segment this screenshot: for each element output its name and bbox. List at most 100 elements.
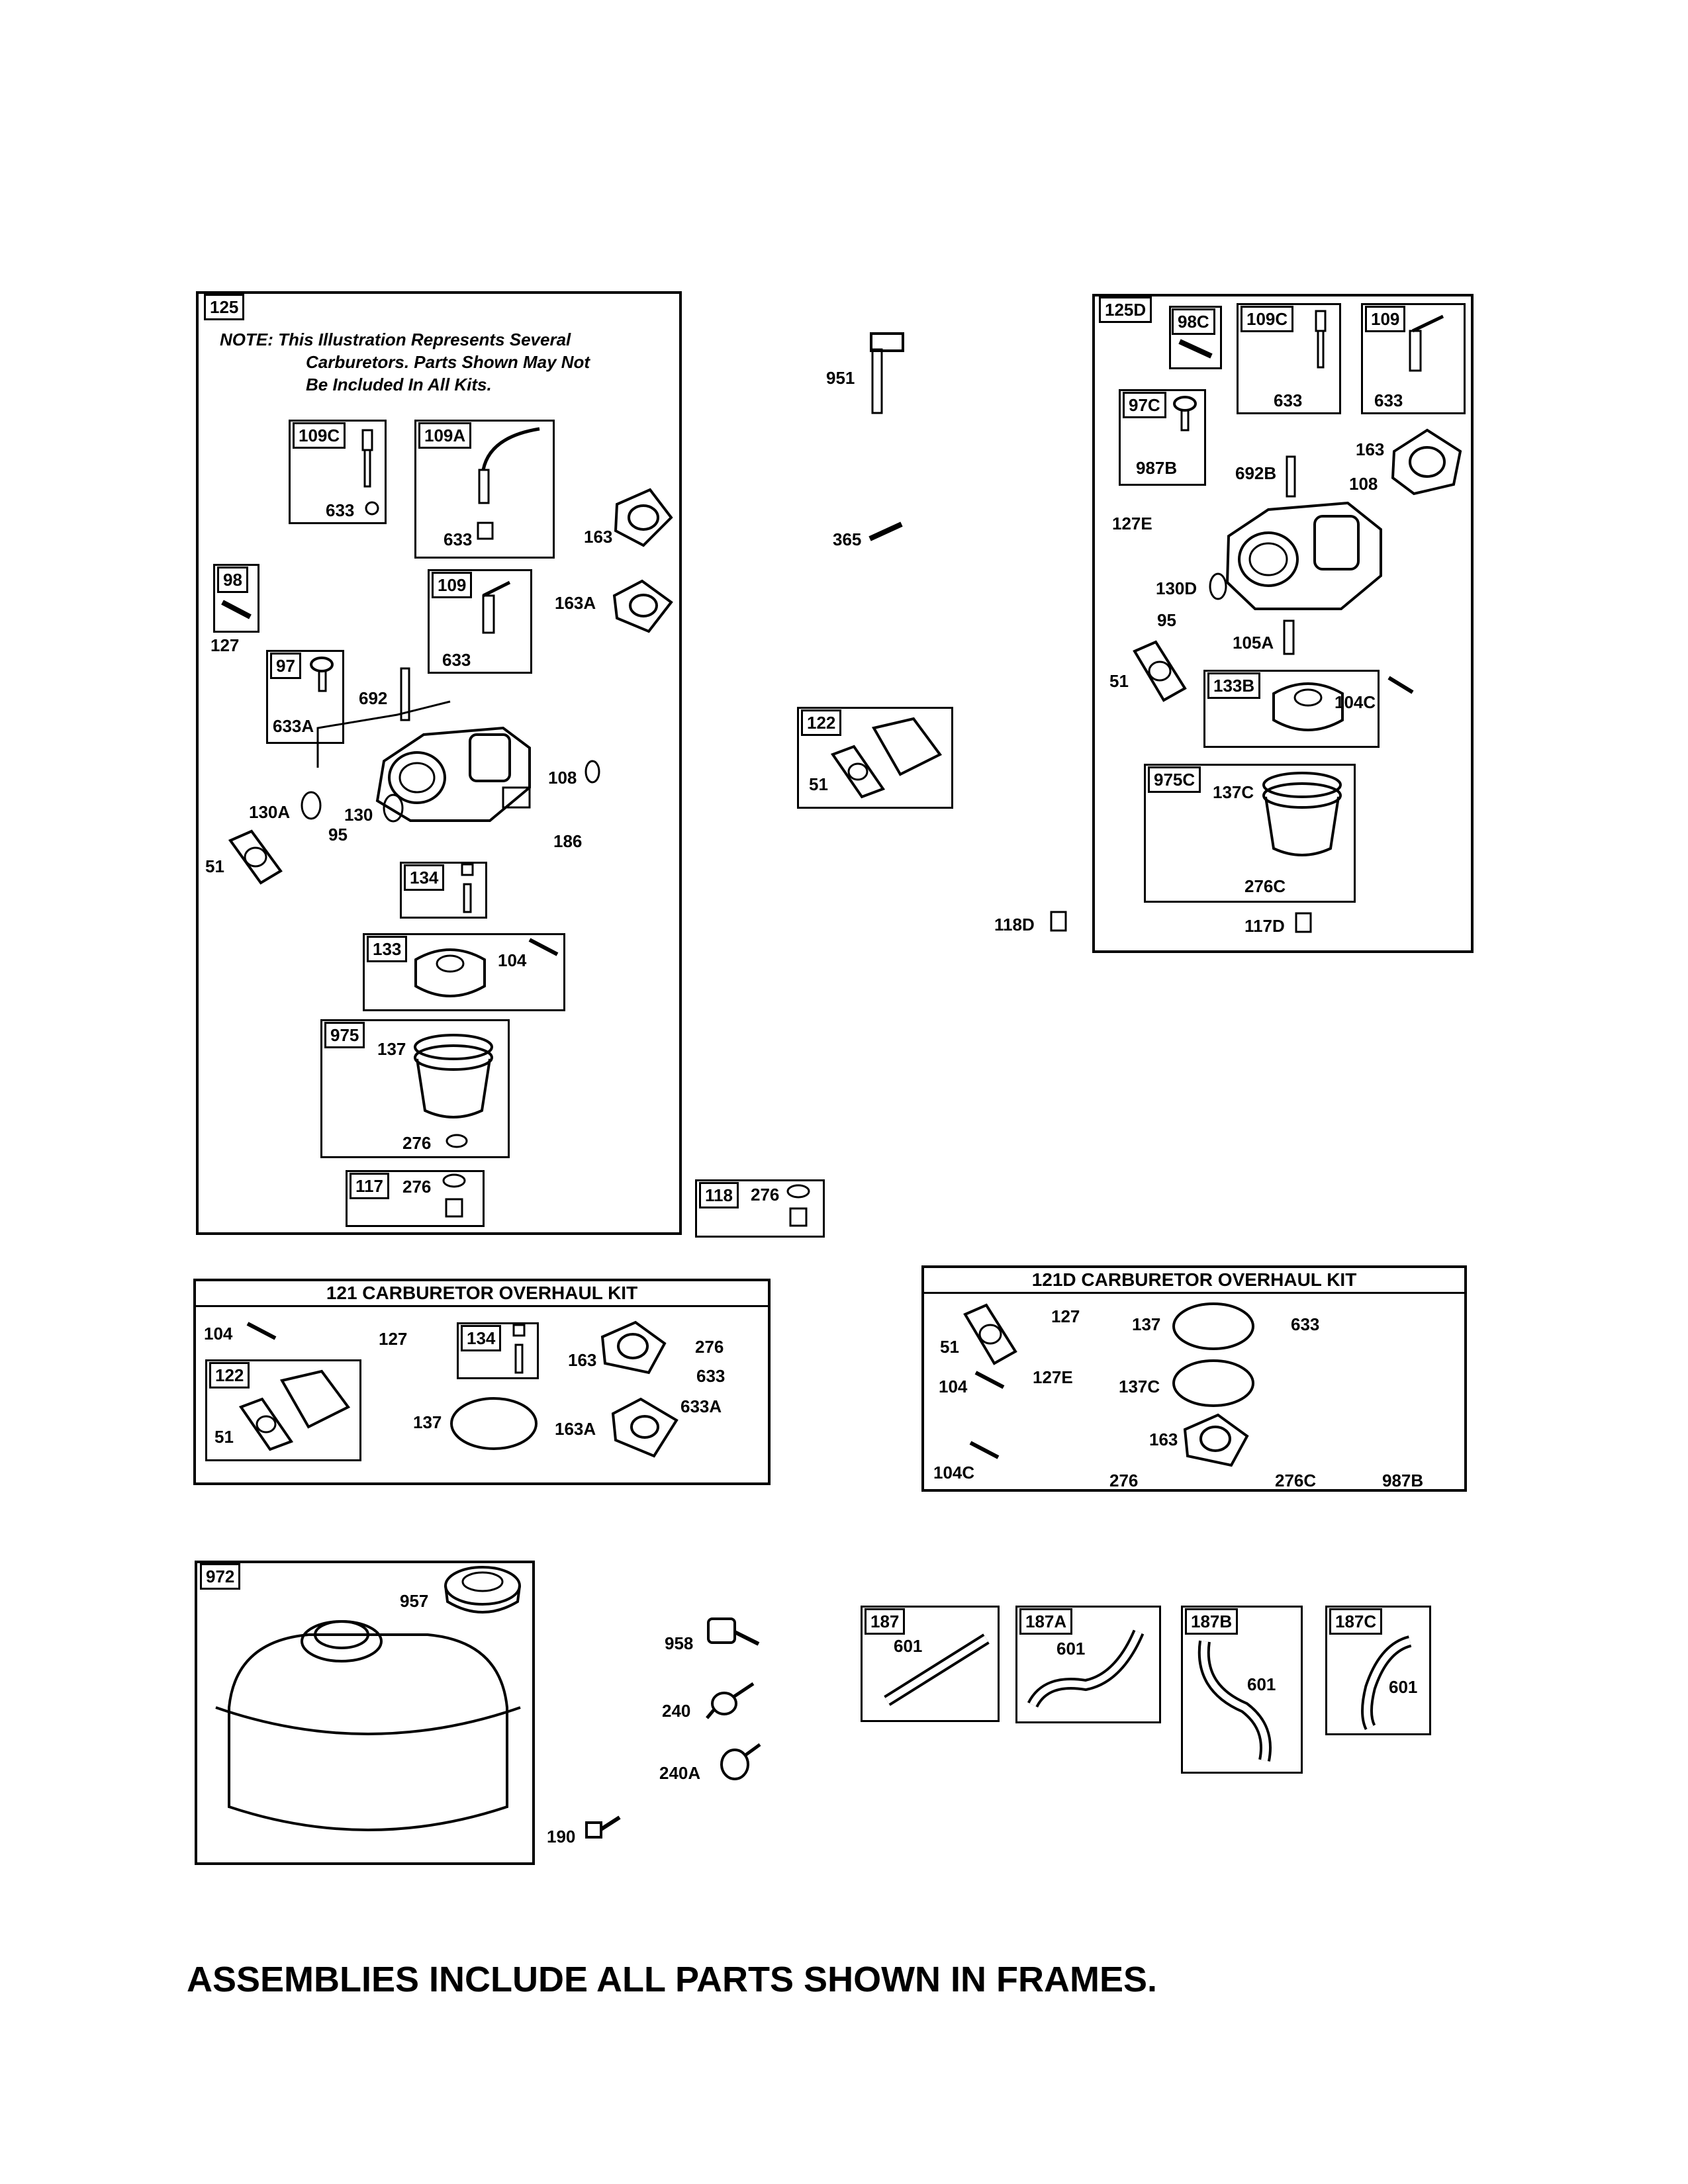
gasket-icon (614, 488, 673, 547)
tag-98: 98 (217, 567, 248, 593)
label-276-b: 276 (402, 1177, 432, 1197)
primer-tube-icon (477, 427, 540, 540)
label-130d: 130D (1156, 578, 1197, 598)
spring-692b-icon (1286, 455, 1296, 498)
gasket-163-d-icon (1391, 428, 1462, 496)
label-633-b: 633 (444, 529, 473, 549)
tag-97c: 97C (1123, 392, 1166, 418)
spring-692-icon (400, 667, 410, 721)
label-105a: 105A (1233, 633, 1274, 653)
label-601-c: 601 (1247, 1674, 1276, 1694)
label-601-a: 601 (894, 1636, 923, 1656)
assembly-125-note: NOTE: This Illustration Represents Sever… (220, 328, 590, 396)
label-276c: 276C (1244, 876, 1286, 896)
label-95-d: 95 (1157, 610, 1176, 630)
label-51: 51 (205, 856, 224, 876)
kit121d-pin-104c-icon (969, 1441, 1000, 1459)
washer-108-icon (585, 760, 600, 784)
bowl-gasket-icon (445, 1134, 468, 1148)
choke-lever-icon (870, 332, 904, 414)
label-104: 104 (498, 950, 527, 970)
label-633-e: 633 (1374, 390, 1403, 410)
tag-187b: 187B (1185, 1608, 1239, 1635)
kit121-label-633a: 633A (680, 1396, 722, 1416)
kit121-tag-122: 122 (209, 1362, 250, 1388)
tag-98c: 98C (1172, 308, 1215, 335)
assembly-125d-tag: 125D (1099, 296, 1152, 323)
kit121-tag-134: 134 (461, 1325, 502, 1351)
gasket-130a-icon (301, 791, 322, 820)
kit121d-gasket-137c-icon (1172, 1359, 1254, 1407)
kit121-label-633: 633 (696, 1366, 726, 1386)
carburetor-body-icon (316, 700, 531, 822)
tag-109: 109 (432, 572, 473, 598)
gasket-130d-icon (1209, 572, 1227, 600)
bowl-nut-icon (442, 1173, 466, 1218)
label-127: 127 (211, 635, 240, 655)
tag-134: 134 (404, 864, 445, 891)
screw-365-icon (868, 522, 903, 541)
tag-972: 972 (200, 1563, 241, 1590)
kit121d-label-51: 51 (940, 1337, 959, 1357)
fuel-valve-958-icon (707, 1617, 760, 1646)
kit121d-gasket-51-icon (963, 1303, 1017, 1365)
kit-121-title: 121 CARBURETOR OVERHAUL KIT (196, 1281, 768, 1307)
tag-187: 187 (865, 1608, 906, 1635)
tag-97: 97 (270, 653, 301, 679)
label-51-d: 51 (1109, 671, 1129, 691)
label-137c: 137C (1213, 782, 1254, 802)
nut-117d-icon (1295, 912, 1312, 933)
fuel-filter-240a-icon (720, 1743, 761, 1780)
kit121-label-163: 163 (568, 1350, 597, 1370)
bowl-nut-118-icon (786, 1184, 810, 1227)
tag-133: 133 (367, 936, 408, 962)
tag-975: 975 (324, 1022, 365, 1048)
label-692: 692 (359, 688, 388, 708)
label-108: 108 (548, 768, 577, 788)
note-prefix: NOTE: (220, 330, 273, 349)
screw-98c-icon (1178, 339, 1213, 359)
kit121d-label-987b: 987B (1382, 1471, 1424, 1490)
kit121-label-104: 104 (204, 1324, 233, 1343)
note-line-1: This Illustration Represents Several (278, 330, 571, 349)
label-163-d: 163 (1356, 439, 1385, 459)
label-163: 163 (584, 527, 613, 547)
tag-109c: 109C (293, 422, 346, 449)
float-bowl-icon (414, 1034, 493, 1118)
kit121d-pin-104-icon (974, 1371, 1005, 1389)
hinge-pin-104c-icon (1387, 676, 1414, 694)
adjusting-screw-icon (310, 657, 334, 692)
kit121-label-163a: 163A (555, 1419, 596, 1439)
shutoff-valve-icon (482, 580, 511, 634)
label-240a: 240A (659, 1763, 701, 1783)
kit121-label-137: 137 (413, 1412, 442, 1432)
label-365: 365 (833, 529, 862, 549)
float-bowl-975c-icon (1262, 772, 1342, 856)
label-240: 240 (662, 1701, 691, 1721)
label-601-b: 601 (1056, 1639, 1086, 1659)
note-line-2: Carburetors. Parts Shown May Not (306, 352, 590, 372)
label-117d: 117D (1244, 916, 1285, 936)
label-951: 951 (826, 368, 855, 388)
tag-133b: 133B (1207, 672, 1261, 699)
fuel-line-187a-icon (1027, 1629, 1145, 1708)
fuel-cap-icon (444, 1566, 521, 1614)
valve-109c-d-icon (1315, 310, 1327, 369)
tag-109-d: 109 (1365, 306, 1406, 332)
kit121-spacer-icon (238, 1369, 351, 1451)
kit121-needle-icon (512, 1324, 526, 1374)
label-633-d: 633 (1274, 390, 1303, 410)
kit121d-label-137c: 137C (1119, 1377, 1160, 1396)
kit121-gasket-163-icon (600, 1320, 667, 1375)
carburetor-body-d-icon (1225, 501, 1382, 610)
kit121-label-127: 127 (379, 1329, 408, 1349)
float-icon (414, 948, 486, 997)
kit121d-label-137: 137 (1132, 1314, 1161, 1334)
label-633-c: 633 (442, 650, 471, 670)
spacer-icon (830, 717, 943, 799)
kit121-gasket-137-icon (450, 1397, 538, 1450)
label-130a: 130A (249, 802, 291, 822)
tag-187c: 187C (1329, 1608, 1383, 1635)
label-957: 957 (400, 1591, 429, 1611)
label-127e: 127E (1112, 514, 1152, 533)
